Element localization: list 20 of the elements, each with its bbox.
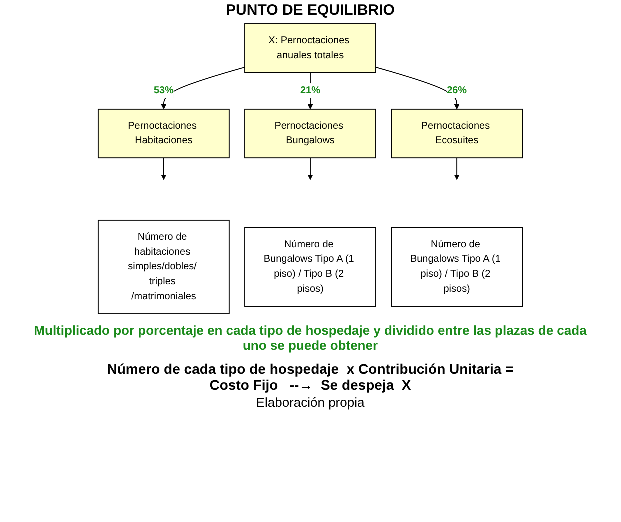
formula-text: Número de cada tipo de hospedaje x Contribución Unitaria = Costo Fijo --→ Se despeja X bbox=[106, 361, 515, 393]
node-box: Número de Bungalows Tipo A (1 piso) / Tipo B (2 pisos) bbox=[391, 227, 524, 307]
node-box: Pernoctaciones Habitaciones bbox=[98, 108, 230, 159]
node-box: Pernoctaciones Bungalows bbox=[244, 108, 376, 159]
edge-label: 53% bbox=[154, 85, 174, 96]
node-box: X: Pernoctaciones anuales totales bbox=[244, 24, 376, 74]
node-box: Número de Bungalows Tipo A (1 piso) / Tipo B (2 pisos) bbox=[244, 227, 376, 307]
note-text: Multiplicado por porcentaje en cada tipo de hospedaje y dividido entre las plazas de cada uno se puede obtener bbox=[33, 323, 588, 353]
edge-label: 26% bbox=[447, 85, 468, 96]
arrow bbox=[161, 66, 246, 110]
caption: Elaboración propia bbox=[255, 395, 366, 410]
arrow bbox=[308, 158, 314, 180]
arrow bbox=[161, 158, 167, 180]
arrow bbox=[454, 158, 460, 180]
node-box: Pernoctaciones Ecosuites bbox=[391, 108, 524, 159]
diagram-title: PUNTO DE EQUILIBRIO bbox=[225, 2, 396, 19]
arrow bbox=[308, 72, 314, 110]
arrow bbox=[376, 66, 460, 110]
node-box: Número de habitaciones simples/dobles/ triples /matrimoniales bbox=[98, 220, 230, 314]
edge-label: 21% bbox=[300, 85, 320, 96]
